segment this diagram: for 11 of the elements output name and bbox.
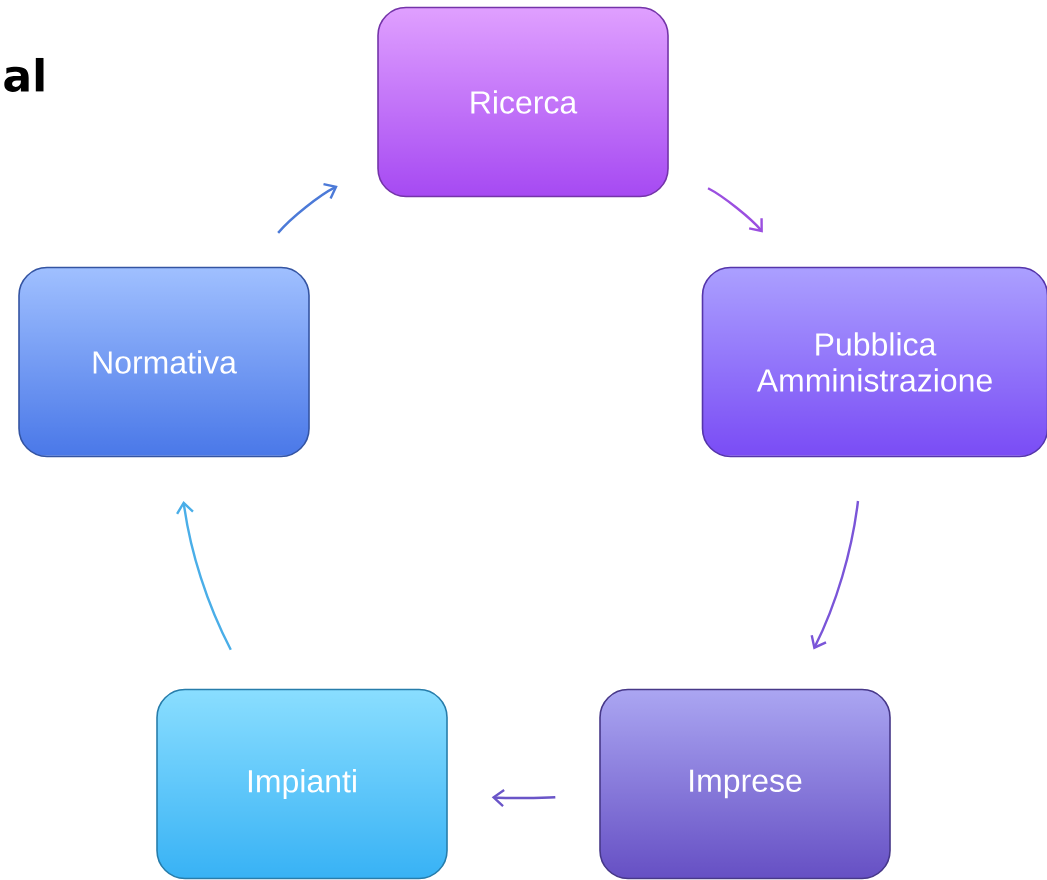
arrow xyxy=(176,500,232,651)
title-fragment: al xyxy=(4,57,44,93)
process-box: Imprese xyxy=(599,688,891,880)
process-box: Impianti xyxy=(156,688,448,880)
arrow xyxy=(810,500,860,650)
arrow xyxy=(707,187,763,233)
arrow xyxy=(491,789,556,807)
arrow xyxy=(277,182,338,234)
process-box: Normativa xyxy=(18,266,310,458)
process-box: Pubblica Amministrazione xyxy=(701,266,1047,458)
process-box: Ricerca xyxy=(377,6,669,198)
